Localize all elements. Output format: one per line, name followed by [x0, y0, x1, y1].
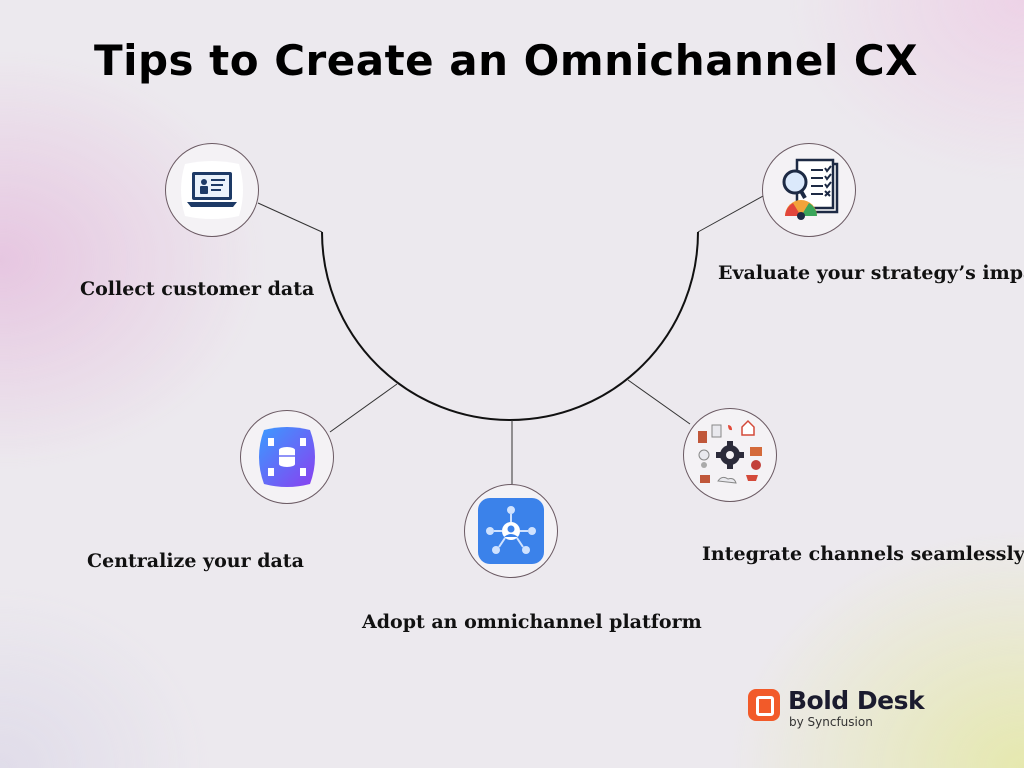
step-label-evaluate: Evaluate your strategy’s impact: [718, 262, 1024, 284]
step-label-integrate: Integrate channels seamlessly: [702, 543, 1024, 565]
step-node-integrate: [683, 408, 777, 502]
channels-gear-icon: [698, 419, 762, 484]
brand-name: Bold Desk: [788, 686, 925, 715]
connector-line-evaluate: [697, 195, 764, 233]
step-label-collect: Collect customer data: [80, 278, 315, 300]
step-node-evaluate: [762, 143, 856, 237]
step-node-centralize: [240, 410, 334, 504]
brand-byline: by Syncfusion: [789, 715, 873, 729]
central-arc: [321, 231, 699, 421]
step-label-adopt: Adopt an omnichannel platform: [362, 611, 702, 633]
database-hub-icon: [259, 427, 315, 487]
bolddesk-logo: Bold Desk by Syncfusion: [748, 686, 925, 733]
connector-line-centralize: [329, 383, 398, 433]
step-node-adopt: [464, 484, 558, 578]
bolddesk-logo-icon: [748, 689, 780, 721]
presentation-laptop-icon: [181, 161, 243, 219]
connector-line-collect: [257, 202, 323, 233]
connector-line-integrate: [627, 379, 691, 425]
checklist-magnifier-icon: [782, 158, 839, 220]
step-label-centralize: Centralize your data: [87, 550, 304, 572]
page-title: Tips to Create an Omnichannel CX: [93, 36, 919, 85]
step-node-collect: [165, 143, 259, 237]
support-network-icon: [478, 498, 544, 564]
